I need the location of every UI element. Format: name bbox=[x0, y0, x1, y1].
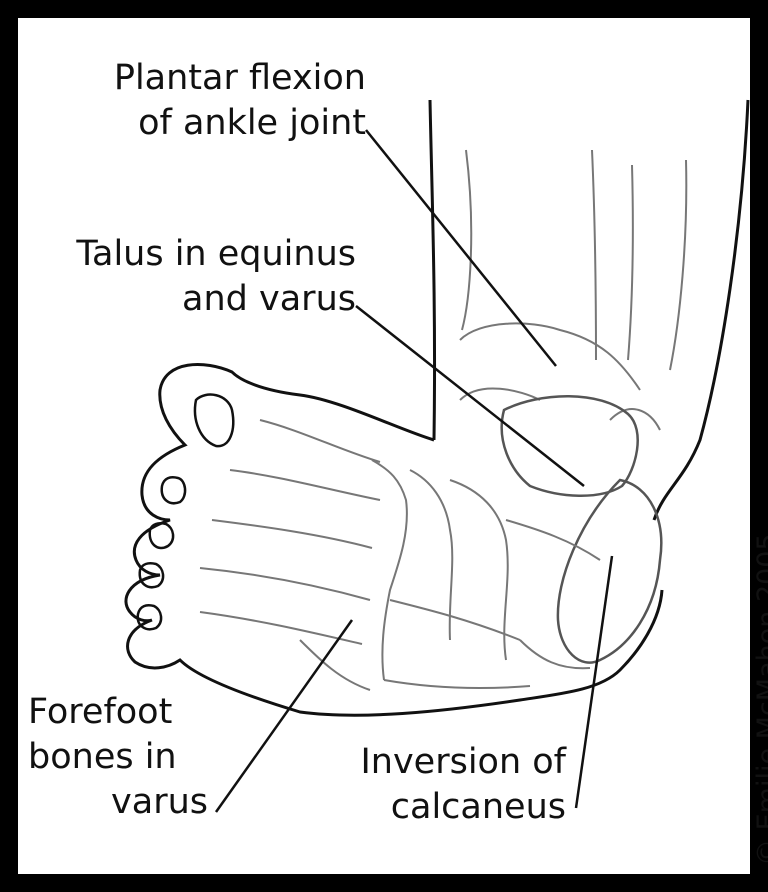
label-plantar-line1: Plantar flexion bbox=[48, 56, 366, 101]
label-plantar-flexion: Plantar flexion of ankle joint bbox=[48, 56, 366, 146]
copyright-credit: © Emilie McMahon 2005 bbox=[752, 533, 768, 866]
label-forefoot-line1: Forefoot bbox=[28, 690, 208, 735]
talus-outline bbox=[502, 396, 638, 496]
foot-outline bbox=[126, 365, 662, 716]
label-inversion-line1: Inversion of bbox=[326, 740, 566, 785]
leader-inversion bbox=[576, 556, 612, 808]
label-talus: Talus in equinus and varus bbox=[30, 232, 356, 322]
label-forefoot: Forefoot bones in varus bbox=[28, 690, 208, 825]
label-forefoot-line2: bones in bbox=[28, 735, 208, 780]
leg-outline bbox=[430, 100, 435, 440]
label-forefoot-line3: varus bbox=[28, 780, 208, 825]
label-inversion: Inversion of calcaneus bbox=[326, 740, 566, 830]
label-plantar-line2: of ankle joint bbox=[48, 101, 366, 146]
leader-plantar bbox=[366, 130, 556, 366]
toes-sketch bbox=[138, 395, 233, 630]
label-talus-line2: and varus bbox=[30, 277, 356, 322]
bones-sketch bbox=[200, 420, 600, 690]
leg-outline bbox=[654, 100, 748, 520]
label-inversion-line2: calcaneus bbox=[326, 785, 566, 830]
label-talus-line1: Talus in equinus bbox=[30, 232, 356, 277]
